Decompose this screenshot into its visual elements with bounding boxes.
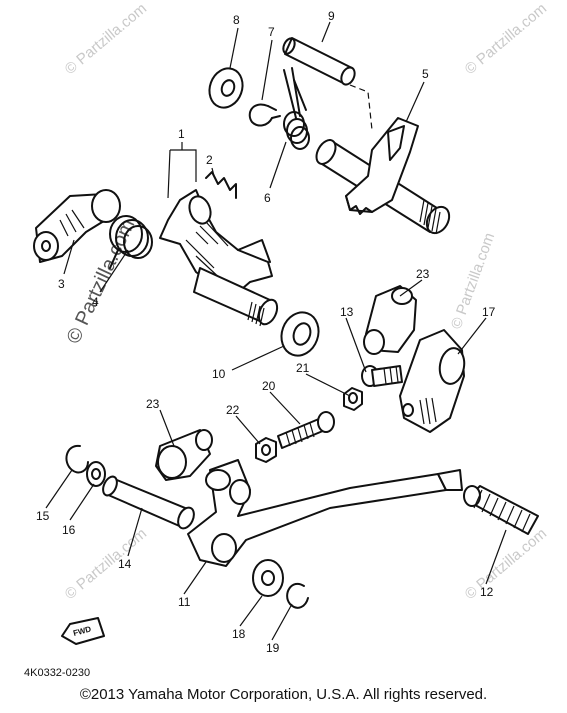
part-number-labels: 8 7 9 5 1 2 6 3 4 23 13 17 10 21 20 23 2… (36, 9, 496, 655)
part-10-oil-seal (280, 311, 320, 357)
label-part-22: 22 (226, 403, 240, 417)
label-part-5: 5 (422, 67, 429, 81)
label-part-18: 18 (232, 627, 246, 641)
fwd-arrow-icon: FWD (61, 617, 105, 645)
label-part-1: 1 (178, 127, 185, 141)
label-part-13: 13 (340, 305, 354, 319)
part-4-coil-spring (109, 215, 153, 269)
part-11-shift-pedal (187, 459, 463, 567)
part-16-washer (86, 461, 106, 487)
part-8-washer (208, 67, 244, 109)
label-part-9: 9 (328, 9, 335, 23)
part-1-shift-arm-assembly (159, 189, 279, 327)
label-part-19: 19 (266, 641, 280, 655)
part-14-pivot-shaft (102, 475, 195, 530)
label-part-21: 21 (296, 361, 310, 375)
part-18-washer (252, 559, 284, 597)
part-12-pedal-rubber (463, 485, 539, 535)
part-22-nut (255, 437, 277, 463)
part-3-stopper-lever (33, 189, 121, 263)
label-part-2: 2 (206, 153, 213, 167)
label-part-14: 14 (118, 557, 132, 571)
label-part-11: 11 (178, 595, 191, 609)
part-13-bolt (361, 365, 403, 387)
label-part-7: 7 (268, 25, 275, 39)
part-7-circlip (248, 103, 281, 127)
part-23-joint-upper (363, 285, 417, 355)
watermark-text: © Partzilla.com (62, 0, 150, 78)
label-part-16: 16 (62, 523, 76, 537)
part-19-circlip (286, 583, 309, 609)
label-part-12: 12 (480, 585, 494, 599)
label-part-15: 15 (36, 509, 50, 523)
part-2-small-spring (205, 171, 237, 199)
part-9-pin (282, 37, 373, 131)
part-20-shift-rod (277, 411, 335, 449)
part-5-shift-shaft (315, 117, 451, 235)
part-6-spring (283, 67, 310, 150)
drawing-code: 4K0332-0230 (24, 667, 90, 679)
watermark-text: © Partzilla.com (462, 525, 550, 603)
copyright-notice: ©2013 Yamaha Motor Corporation, U.S.A. A… (79, 686, 488, 703)
label-part-4: 4 (92, 295, 99, 309)
leader-lines (45, 21, 507, 641)
label-part-20: 20 (262, 379, 276, 393)
label-part-23-lower: 23 (146, 397, 160, 411)
label-part-10: 10 (212, 367, 226, 381)
watermark-text: © Partzilla.com (462, 0, 550, 78)
part-15-circlip (65, 444, 89, 474)
label-part-17: 17 (482, 305, 496, 319)
part-21-nut (343, 387, 363, 411)
label-part-8: 8 (233, 13, 240, 27)
part-17-shift-arm (399, 329, 466, 433)
label-part-23-upper: 23 (416, 267, 430, 281)
part-23-joint-lower (155, 429, 213, 481)
label-part-6: 6 (264, 191, 271, 205)
label-part-3: 3 (58, 277, 65, 291)
